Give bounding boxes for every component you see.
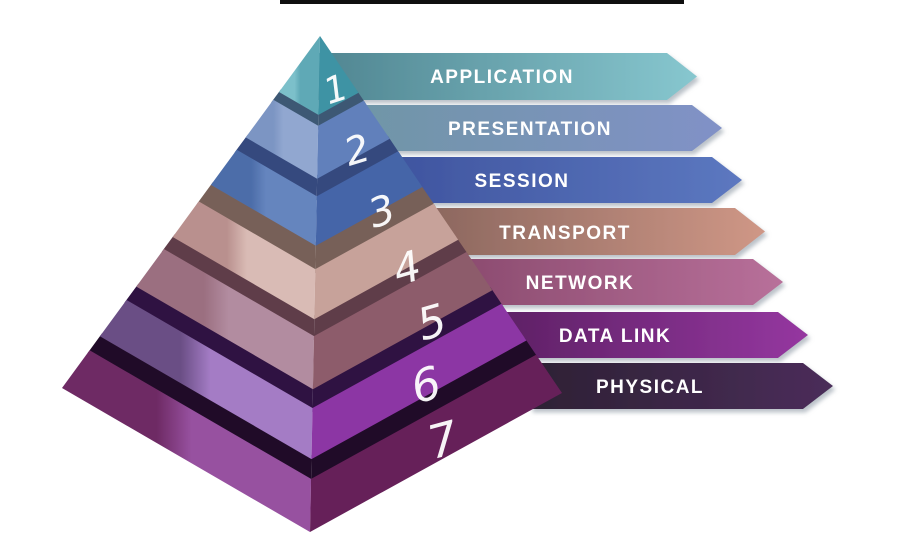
separator-7-right-face <box>311 337 538 483</box>
tier-2-right-face <box>317 100 390 179</box>
banner-arrow-application <box>310 53 697 100</box>
tier-6-right-face <box>311 303 527 460</box>
tier-4-right-face <box>314 203 459 320</box>
separator-4-left-face <box>196 182 316 274</box>
banner-label-session: SESSION <box>475 171 570 192</box>
pyramid-separators <box>87 89 538 483</box>
tier-4-left-face <box>172 201 316 320</box>
banner-arrow-network <box>450 259 783 305</box>
banner-arrow-transport <box>420 208 765 255</box>
banner-label-application: APPLICATION <box>430 67 574 88</box>
banner-transport: TRANSPORT <box>420 208 765 255</box>
separator-5-right-face <box>313 237 469 340</box>
banner-arrow-session <box>380 157 742 203</box>
separator-5-left-face <box>161 234 315 340</box>
separator-4-right-face <box>315 184 436 274</box>
tier-1-right-face <box>318 36 359 115</box>
banner-application: APPLICATION <box>310 53 697 100</box>
tier-3-left-face <box>210 149 317 246</box>
banner-label-network: NETWORK <box>526 273 635 294</box>
banner-label-physical: PHYSICAL <box>596 377 704 398</box>
tier-6-left-face <box>99 300 313 460</box>
banner-arrow-data-link <box>490 312 808 358</box>
banner-arrow-physical <box>530 363 833 409</box>
banner-network: NETWORK <box>450 259 783 305</box>
separator-3-left-face <box>234 134 318 201</box>
pyramid: 1 2 3 4 5 6 7 <box>62 36 562 532</box>
tier-2-left-face <box>245 99 319 179</box>
banner-physical: PHYSICAL <box>530 363 833 409</box>
tier-5-left-face <box>136 249 314 390</box>
separator-3-right-face <box>316 135 401 201</box>
tier-7-right-face <box>310 354 562 532</box>
banner-presentation: PRESENTATION <box>340 105 722 151</box>
banner-session: SESSION <box>380 157 742 203</box>
tier-7-left-face <box>62 350 312 532</box>
separator-6-left-face <box>124 283 314 412</box>
top-crop-bar <box>280 0 684 4</box>
separator-6-right-face <box>312 287 504 412</box>
banner-data-link: DATA LINK <box>490 312 808 358</box>
tier-5-right-face <box>312 252 493 390</box>
separator-7-left-face <box>87 333 312 483</box>
tier-1-left-face <box>279 36 320 115</box>
banner-label-transport: TRANSPORT <box>499 223 631 244</box>
tier-3-right-face <box>315 151 423 246</box>
banner-arrow-presentation <box>340 105 722 151</box>
banner-label-data-link: DATA LINK <box>559 326 671 347</box>
banner-label-presentation: PRESENTATION <box>448 119 612 140</box>
